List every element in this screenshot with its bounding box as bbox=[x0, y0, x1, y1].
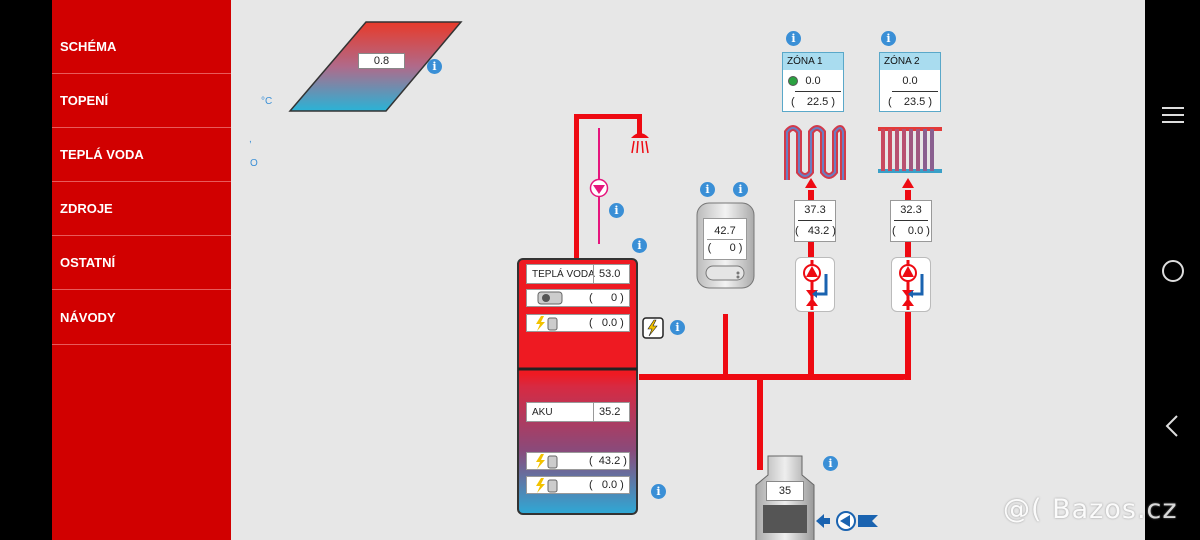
zone2-flow: 32.3 bbox=[900, 204, 922, 216]
sidebar-item-label: TEPLÁ VODA bbox=[60, 147, 144, 162]
sidebar-item-navody[interactable]: NÁVODY bbox=[52, 291, 231, 345]
tank-heater-row[interactable]: ( 0.0 ) bbox=[526, 314, 630, 332]
zone2-pump-group[interactable] bbox=[891, 257, 931, 312]
sidebar-item-zdroje[interactable]: ZDROJE bbox=[52, 182, 231, 236]
zone1-flow: 37.3 bbox=[804, 204, 826, 216]
tank-aku-heater2-row[interactable]: ( 0.0 ) bbox=[526, 476, 630, 494]
tank-aku-heater2-value: ( 0.0 ) bbox=[589, 479, 624, 491]
zone2-flow-arrow-icon bbox=[902, 178, 914, 188]
outdoor-tail-label: O bbox=[250, 158, 258, 169]
radiator-icon bbox=[878, 127, 942, 173]
home-icon[interactable] bbox=[1161, 259, 1185, 283]
zone2-set: ( 23.5 ) bbox=[887, 96, 933, 108]
sidebar-item-label: OSTATNÍ bbox=[60, 255, 116, 270]
zone1-flow-set: ( 43.2 ) bbox=[795, 225, 836, 237]
tank-info-icon[interactable]: i bbox=[632, 238, 647, 253]
electric-heater-icon bbox=[536, 316, 558, 331]
zone1-flow-arrow-icon bbox=[805, 178, 817, 188]
outdoor-unit-label: °C bbox=[261, 96, 273, 107]
zone1-flow-display: 37.3 ( 43.2 ) bbox=[794, 200, 836, 242]
left-bezel bbox=[0, 0, 52, 540]
tank-hot-water-row: TEPLÁ VODA 53.0 bbox=[526, 264, 630, 284]
tank-heater-value: ( 0.0 ) bbox=[589, 317, 624, 329]
outdoor-mark: , bbox=[249, 134, 252, 145]
android-nav-bar bbox=[1145, 0, 1200, 540]
schematic-canvas: °C , O 0.8 i bbox=[231, 0, 1145, 540]
dhw-drop-pipe bbox=[637, 114, 642, 134]
room-unit-info-icon-1[interactable]: i bbox=[700, 182, 715, 197]
sidebar-item-ostatni[interactable]: OSTATNÍ bbox=[52, 236, 231, 290]
solar-info-icon[interactable]: i bbox=[427, 59, 442, 74]
back-icon[interactable] bbox=[1164, 414, 1180, 438]
sidebar-item-tepla-voda[interactable]: TEPLÁ VODA bbox=[52, 128, 231, 182]
floor-heating-icon bbox=[784, 125, 846, 180]
zone1-title: ZÓNA 1 bbox=[783, 53, 843, 70]
room-unit-display: 42.7 ( 0 ) bbox=[703, 218, 747, 260]
fan-heater-icon bbox=[537, 291, 563, 305]
tank-fan-row[interactable]: ( 0 ) bbox=[526, 289, 630, 307]
circulation-info-icon[interactable]: i bbox=[609, 203, 624, 218]
dhw-top-pipe bbox=[574, 114, 642, 119]
sidebar-item-label: TOPENÍ bbox=[60, 93, 109, 108]
sidebar-item-label: NÁVODY bbox=[60, 310, 116, 325]
electric-heater-icon bbox=[536, 454, 558, 469]
circulation-pump-icon[interactable] bbox=[589, 178, 609, 198]
tank-aku-heater1-row[interactable]: ( 43.2 ) bbox=[526, 452, 630, 470]
zone1-panel[interactable]: ZÓNA 1 0.0 ( 22.5 ) bbox=[782, 52, 844, 112]
sidebar-item-label: ZDROJE bbox=[60, 201, 113, 216]
electric-heater-icon bbox=[536, 478, 558, 493]
tank-hot-water-label: TEPLÁ VODA bbox=[532, 269, 595, 280]
zone1-pump-group[interactable] bbox=[795, 257, 835, 312]
sidebar-item-schema[interactable]: SCHÉMA bbox=[52, 20, 231, 74]
solar-value: 0.8 bbox=[358, 53, 405, 69]
sidebar-item-topeni[interactable]: TOPENÍ bbox=[52, 74, 231, 128]
zone2-title: ZÓNA 2 bbox=[880, 53, 940, 70]
room-unit-value: 42.7 bbox=[714, 224, 736, 237]
boiler-feed-pump-icon[interactable] bbox=[816, 510, 880, 532]
zone2-flow-display: 32.3 ( 0.0 ) bbox=[890, 200, 932, 242]
pump-valve-icon bbox=[899, 260, 924, 310]
zone2-flow-set: ( 0.0 ) bbox=[892, 225, 930, 237]
zone1-set: ( 22.5 ) bbox=[790, 96, 836, 108]
menu-icon[interactable] bbox=[1162, 106, 1184, 124]
dhw-riser-pipe bbox=[574, 114, 579, 264]
tank-hot-water-value: 53.0 bbox=[599, 268, 621, 280]
room-unit-set: ( 0 ) bbox=[707, 241, 743, 254]
shower-icon bbox=[631, 133, 649, 154]
lightning-icon[interactable] bbox=[642, 317, 664, 339]
zone1-info-icon[interactable]: i bbox=[786, 31, 801, 46]
tank-fan-value: ( 0 ) bbox=[589, 292, 624, 304]
zone2-value: 0.0 bbox=[902, 75, 918, 87]
pump-valve-icon bbox=[803, 260, 828, 310]
boiler-info-icon[interactable]: i bbox=[823, 456, 838, 471]
tank-aku-heater1-value: ( 43.2 ) bbox=[589, 455, 627, 467]
room-unit-info-icon-2[interactable]: i bbox=[733, 182, 748, 197]
main-distribution-pipe bbox=[639, 374, 909, 380]
tank-aku-row: AKU 35.2 bbox=[526, 402, 630, 422]
watermark: @( Bazos.cz bbox=[1003, 494, 1178, 525]
tank-aku-value: 35.2 bbox=[599, 406, 621, 418]
sidebar-item-label: SCHÉMA bbox=[60, 39, 117, 54]
aku-info-icon[interactable]: i bbox=[651, 484, 666, 499]
boiler-pipe bbox=[757, 378, 763, 470]
zone1-status-dot bbox=[788, 76, 798, 86]
zone2-panel[interactable]: ZÓNA 2 0.0 ( 23.5 ) bbox=[879, 52, 941, 112]
tank-aku-label: AKU bbox=[532, 407, 553, 418]
zone1-value: 0.0 bbox=[805, 75, 821, 87]
sidebar: SCHÉMA TOPENÍ TEPLÁ VODA ZDROJE OSTATNÍ … bbox=[52, 0, 231, 540]
lightning-info-icon[interactable]: i bbox=[670, 320, 685, 335]
room-unit-pipe bbox=[723, 314, 728, 378]
boiler-value: 35 bbox=[766, 481, 804, 501]
zone2-info-icon[interactable]: i bbox=[881, 31, 896, 46]
